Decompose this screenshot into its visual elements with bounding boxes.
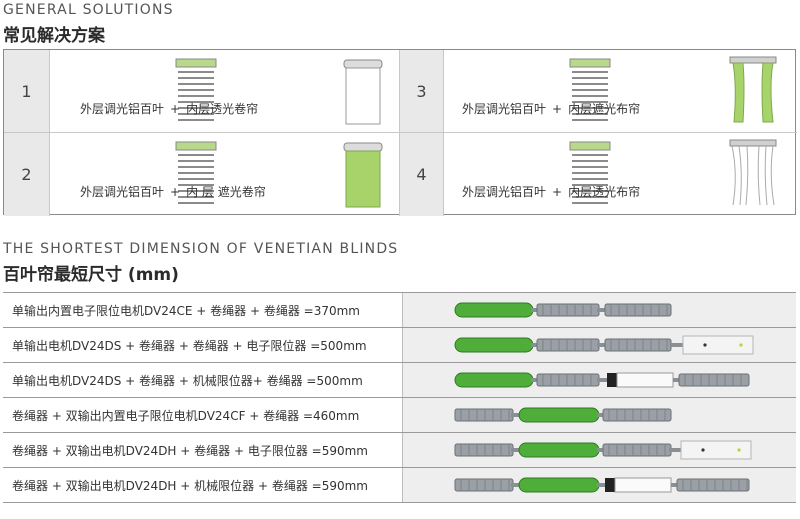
dimension-row: 卷绳器 + 双输出内置电子限位电机DV24CF + 卷绳器 =460mm: [3, 397, 796, 432]
dimension-row: 单输出电机DV24DS + 卷绳器 + 卷绳器 + 电子限位器 =500mm: [3, 327, 796, 362]
inner-layer-label: 内层遮光布帘: [568, 102, 641, 116]
curtain-white-icon: [729, 139, 777, 206]
inner-layer-label: 内层透光卷帘: [186, 102, 259, 116]
solution-cell-3: 外层调光铝百叶 + 内层遮光布帘: [444, 50, 797, 133]
dimension-row: 单输出内置电子限位电机DV24CE + 卷绳器 + 卷绳器 =370mm: [3, 292, 796, 327]
dimension-row: 卷绳器 + 双输出电机DV24DH + 卷绳器 + 电子限位器 =590mm: [3, 432, 796, 467]
dimension-title: 百叶帘最短尺寸 (mm): [3, 265, 179, 285]
assembly-illustration: [403, 398, 796, 432]
reel-motor-reel-elimit-icon: [454, 440, 752, 460]
inner-layer-label: 内层透光布帘: [568, 185, 641, 199]
assembly-illustration: [403, 363, 796, 397]
solution-cell-4: 外层调光铝百叶 + 内层透光布帘: [444, 133, 797, 216]
dimension-row-text: 卷绳器 + 双输出电机DV24DH + 机械限位器 + 卷绳器 =590mm: [3, 468, 403, 502]
dimension-table: 单输出内置电子限位电机DV24CE + 卷绳器 + 卷绳器 =370mm 单输出…: [3, 292, 796, 503]
assembly-illustration: [403, 328, 796, 362]
reel-motor-reel-icon: [454, 407, 672, 423]
solutions-grid: 1 外层调光铝百叶+内层透光卷帘 3 外层调: [3, 49, 797, 216]
outer-layer-label: 外层调光铝百叶: [80, 185, 165, 199]
venetian-blind-icon: [175, 141, 217, 204]
assembly-illustration: [403, 293, 796, 327]
assembly-illustration: [403, 468, 796, 502]
venetian-blind-icon: [175, 58, 217, 121]
inner-layer-label: 内 层 遮光卷帘: [186, 185, 266, 199]
venetian-blind-icon: [569, 58, 611, 121]
reel-motor-mlimit-reel-icon: [454, 477, 750, 493]
outer-layer-label: 外层调光铝百叶: [462, 185, 547, 199]
plus-sign: +: [170, 102, 181, 116]
motor-reel-mlimit-reel-icon: [454, 372, 750, 388]
venetian-blind-icon: [569, 141, 611, 204]
dimension-row-text: 单输出内置电子限位电机DV24CE + 卷绳器 + 卷绳器 =370mm: [3, 293, 403, 327]
solution-number: 2: [4, 133, 50, 216]
dimension-row-text: 卷绳器 + 双输出电机DV24DH + 卷绳器 + 电子限位器 =590mm: [3, 433, 403, 467]
dimension-row-text: 卷绳器 + 双输出内置电子限位电机DV24CF + 卷绳器 =460mm: [3, 398, 403, 432]
dimension-row: 单输出电机DV24DS + 卷绳器 + 机械限位器+ 卷绳器 =500mm: [3, 362, 796, 397]
dimension-row: 卷绳器 + 双输出电机DV24DH + 机械限位器 + 卷绳器 =590mm: [3, 467, 796, 503]
assembly-illustration: [403, 433, 796, 467]
outer-layer-label: 外层调光铝百叶: [80, 102, 165, 116]
roller-blind-green-icon: [343, 142, 383, 208]
solution-number: 4: [400, 133, 444, 216]
outer-layer-label: 外层调光铝百叶: [462, 102, 547, 116]
roller-blind-white-icon: [343, 59, 383, 125]
solution-number: 3: [400, 50, 444, 133]
motor-reel-reel-icon: [454, 302, 672, 318]
plus-sign: +: [552, 185, 563, 199]
curtain-green-icon: [729, 56, 777, 123]
solutions-eyebrow: GENERAL SOLUTIONS: [3, 2, 174, 18]
dimension-row-text: 单输出电机DV24DS + 卷绳器 + 机械限位器+ 卷绳器 =500mm: [3, 363, 403, 397]
dimension-eyebrow: THE SHORTEST DIMENSION OF VENETIAN BLIND…: [3, 241, 399, 257]
solution-cell-2: 外层调光铝百叶 + 内 层 遮光卷帘: [50, 133, 400, 216]
dimension-row-text: 单输出电机DV24DS + 卷绳器 + 卷绳器 + 电子限位器 =500mm: [3, 328, 403, 362]
plus-sign: +: [170, 185, 181, 199]
solutions-title: 常见解决方案: [3, 26, 105, 46]
solution-cell-1: 外层调光铝百叶 + 内层透光卷帘: [50, 50, 400, 133]
plus-sign: +: [552, 102, 563, 116]
motor-reel-reel-elimit-icon: [454, 335, 754, 355]
solution-number: 1: [4, 50, 50, 133]
